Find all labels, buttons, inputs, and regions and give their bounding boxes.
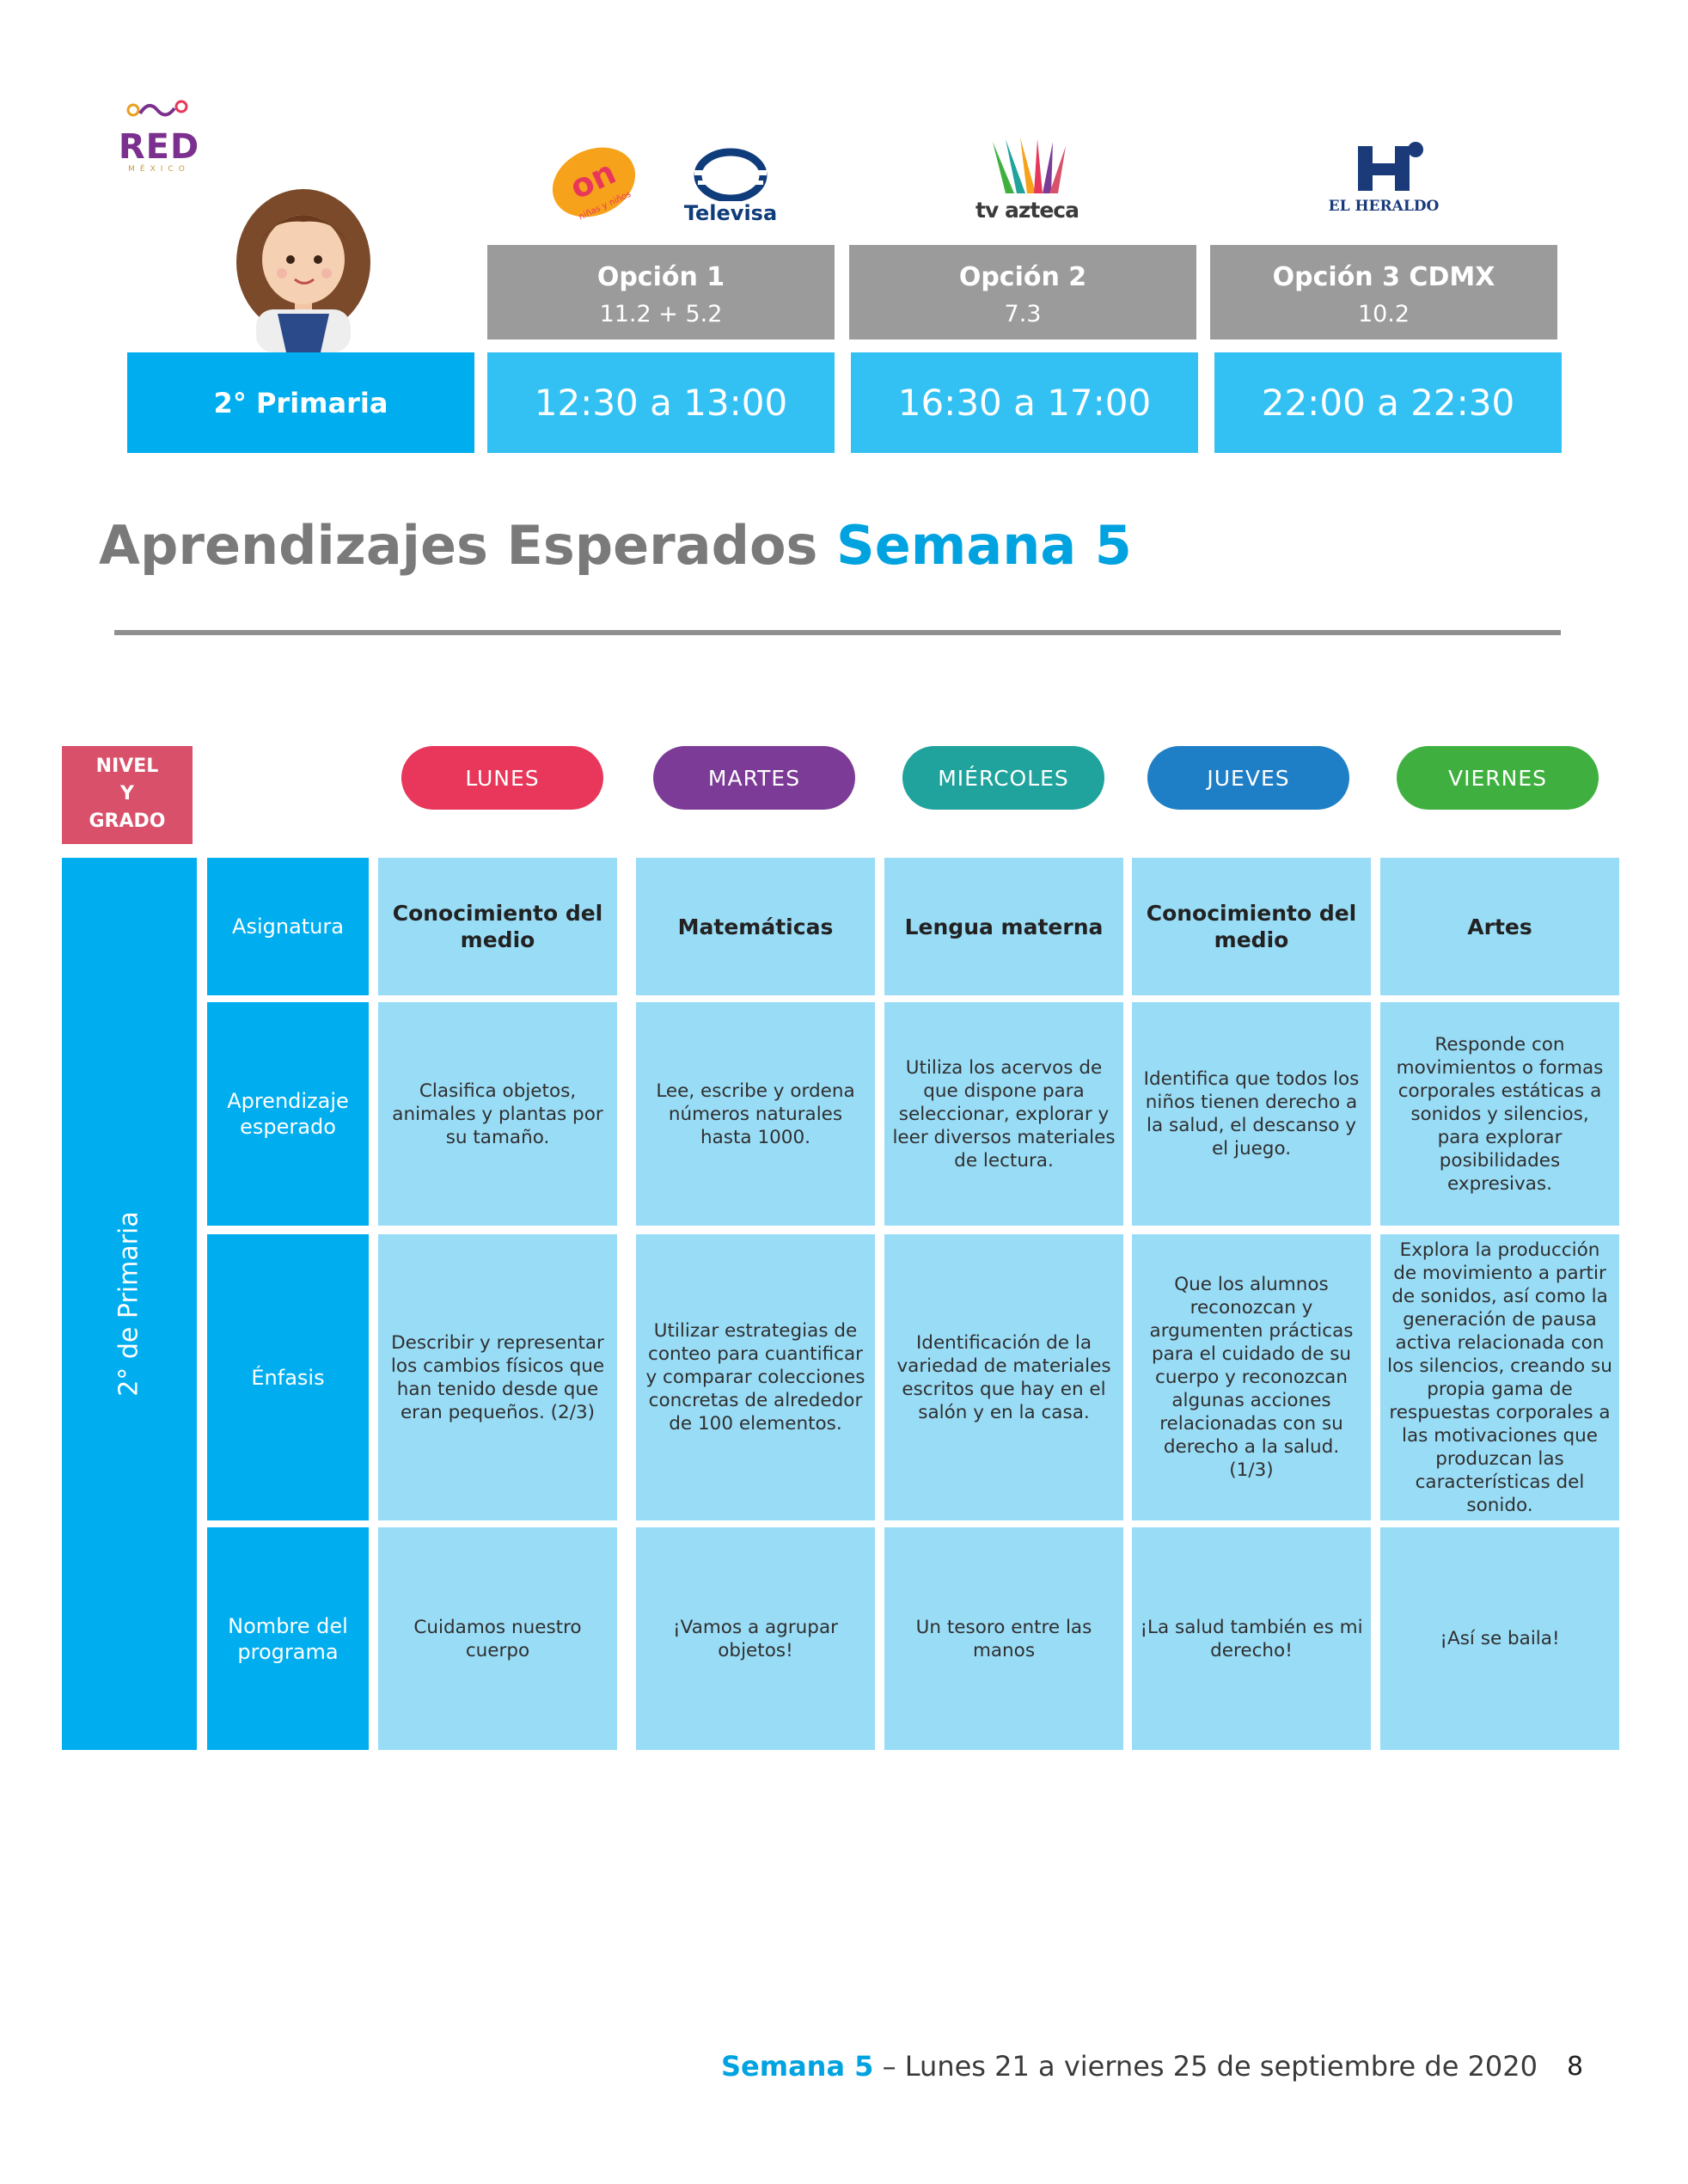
nivel-grado-label: NIVEL Y GRADO	[62, 746, 193, 844]
option-1-time: 12:30 a 13:00	[487, 352, 835, 453]
page-number: 8	[1567, 2052, 1584, 2082]
once-ninas-ninos-logo: on niñas y niños	[547, 138, 645, 223]
table-cell: Lee, escribe y ordena números naturales …	[636, 1002, 875, 1226]
el-heraldo-logo-text: EL HERALDO	[1328, 198, 1440, 215]
day-pill-martes: MARTES	[653, 746, 855, 810]
table-cell: Artes	[1380, 858, 1619, 995]
footer-week: Semana 5	[720, 2050, 874, 2083]
title-divider	[114, 630, 1561, 635]
footer-week-range: Semana 5 – Lunes 21 a viernes 25 de sept…	[721, 2050, 1538, 2083]
table-cell: Clasifica objetos, animales y plantas po…	[378, 1002, 617, 1226]
table-cell: Explora la producción de movimiento a pa…	[1380, 1234, 1619, 1520]
red-logo-text: RED	[118, 127, 200, 167]
grade-side-label: 2° de Primaria	[113, 1211, 144, 1397]
red-swirl-icon	[126, 100, 188, 117]
day-pill-viernes: VIERNES	[1397, 746, 1599, 810]
day-pill-lunes: LUNES	[401, 746, 603, 810]
option-3-header: Opción 3 CDMX 10.2	[1210, 245, 1557, 340]
red-logo-subtext: MÉXICO	[128, 165, 190, 174]
girl-illustration	[236, 189, 370, 352]
table-cell: Describir y representar los cambios físi…	[378, 1234, 617, 1520]
table-cell: ¡Así se baila!	[1380, 1527, 1619, 1750]
day-pill-miercoles: MIÉRCOLES	[902, 746, 1104, 810]
row-header-aprendizaje: Aprendizaje esperado	[207, 1002, 369, 1226]
option-1-channel: 11.2 + 5.2	[599, 301, 723, 327]
table-cell: Lengua materna	[884, 858, 1123, 995]
red-mexico-logo: RED MÉXICO	[116, 96, 202, 178]
option-2-header: Opción 2 7.3	[849, 245, 1196, 340]
nivel-label-line-2: Y	[120, 783, 134, 804]
table-cell: Un tesoro entre las manos	[884, 1527, 1123, 1750]
table-cell: Matemáticas	[636, 858, 875, 995]
table-cell: Utiliza los acervos de que dispone para …	[884, 1002, 1123, 1226]
option-2-title: Opción 2	[958, 262, 1087, 292]
option-1-header: Opción 1 11.2 + 5.2	[487, 245, 835, 340]
azteca-stripes-icon	[993, 138, 1066, 193]
table-cell: Que los alumnos reconozcan y argumenten …	[1132, 1234, 1371, 1520]
televisa-logo-text: Televisa	[683, 201, 778, 225]
option-3-title: Opción 3 CDMX	[1272, 262, 1495, 292]
option-2-channel: 7.3	[1004, 301, 1042, 327]
nivel-label-line-1: NIVEL	[95, 756, 159, 777]
section-title: Aprendizajes Esperados Semana 5	[99, 514, 1132, 577]
tv-azteca-logo-text: tv azteca	[975, 198, 1079, 223]
section-title-week: Semana 5	[836, 514, 1132, 577]
row-header-enfasis: Énfasis	[207, 1234, 369, 1520]
option-3-time: 22:00 a 22:30	[1214, 352, 1562, 453]
televisa-logo: Televisa	[679, 148, 782, 227]
option-2-time: 16:30 a 17:00	[851, 352, 1198, 453]
section-title-main: Aprendizajes Esperados	[99, 514, 837, 577]
grade-side-column: 2° de Primaria	[62, 858, 197, 1750]
table-cell: Utilizar estrategias de conteo para cuan…	[636, 1234, 875, 1520]
table-cell: Responde con movimientos o formas corpor…	[1380, 1002, 1619, 1226]
table-cell: Cuidamos nuestro cuerpo	[378, 1527, 617, 1750]
tv-azteca-logo: tv azteca	[967, 138, 1087, 223]
televisa-eye-icon	[694, 148, 768, 203]
row-header-programa: Nombre del programa	[207, 1527, 369, 1750]
table-cell: Conocimiento del medio	[378, 858, 617, 995]
row-header-asignatura: Asignatura	[207, 858, 369, 995]
once-logo-icon: on niñas y niños	[552, 147, 636, 223]
table-cell: Identifica que todos los niños tienen de…	[1132, 1002, 1371, 1226]
day-pill-jueves: JUEVES	[1147, 746, 1349, 810]
option-3-channel: 10.2	[1357, 301, 1410, 327]
el-heraldo-logo: EL HERALDO	[1319, 138, 1448, 223]
nivel-label-line-3: GRADO	[89, 811, 166, 832]
table-cell: Identificación de la variedad de materia…	[884, 1234, 1123, 1520]
table-cell: Conocimiento del medio	[1132, 858, 1371, 995]
table-cell: ¡Vamos a agrupar objetos!	[636, 1527, 875, 1750]
footer-dates: – Lunes 21 a viernes 25 de septiembre de…	[873, 2050, 1538, 2083]
option-1-title: Opción 1	[596, 262, 725, 292]
heraldo-h-icon	[1358, 142, 1423, 191]
grade-label: 2° Primaria	[127, 352, 474, 453]
table-cell: ¡La salud también es mi derecho!	[1132, 1527, 1371, 1750]
